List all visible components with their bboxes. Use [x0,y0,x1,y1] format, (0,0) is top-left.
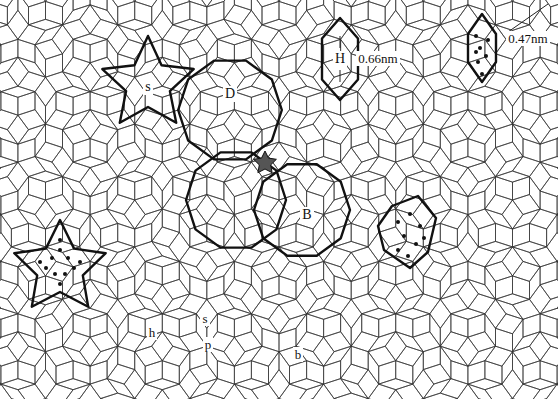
atom-dot [44,266,48,270]
decagon-cluster: B [252,160,352,260]
atom-dot [474,50,478,54]
atom-dot [474,34,478,38]
atom-dot [63,272,67,276]
tile-label: h [147,325,158,340]
dimension-line [340,36,341,48]
leader-line [508,4,548,32]
tile-label: s [200,311,209,326]
atom-dot [478,46,482,50]
dimension-label: 0.66nm [356,51,399,66]
outline-path [102,36,193,123]
dimension-line [340,70,341,82]
atom-dot [480,72,484,76]
atom-dot [396,220,400,224]
overlap-center [254,151,277,173]
atom-dot [476,60,480,64]
atom-dot [58,282,62,286]
cluster-label: s [143,79,152,95]
atom-dot [38,260,42,264]
atom-dot [58,248,62,252]
atom-dot [66,256,70,260]
cluster-label: D [223,86,237,102]
atom-dot [402,234,406,238]
atom-dot [50,256,54,260]
atom-dot [72,266,76,270]
cluster-label: B [300,207,313,223]
hexagon-cluster [468,14,496,82]
outline-path [178,61,282,160]
node-outline [176,56,284,164]
atom-dot [53,272,57,276]
atom-dot [58,238,62,242]
atom-dot [408,212,412,216]
outline-path [322,18,358,100]
boat-cluster [378,196,436,268]
decagon-cluster: D [176,56,284,164]
atom-dot [422,236,426,240]
dimension-label: 0.47nm [506,31,549,46]
atom-dot [78,260,82,264]
atom-dot [396,248,400,252]
tile-label: b [293,347,304,362]
atom-dot [484,54,488,58]
cluster-label: H [333,51,347,67]
tile-label: p [203,337,214,352]
star-cluster: s [100,34,196,130]
atom-dot [414,242,418,246]
hexagon-cluster: H [322,18,358,100]
atom-dot [406,254,410,258]
outline-path [254,164,350,255]
atom-dot [486,38,490,42]
atom-dot [418,224,422,228]
star-cluster [14,220,105,307]
